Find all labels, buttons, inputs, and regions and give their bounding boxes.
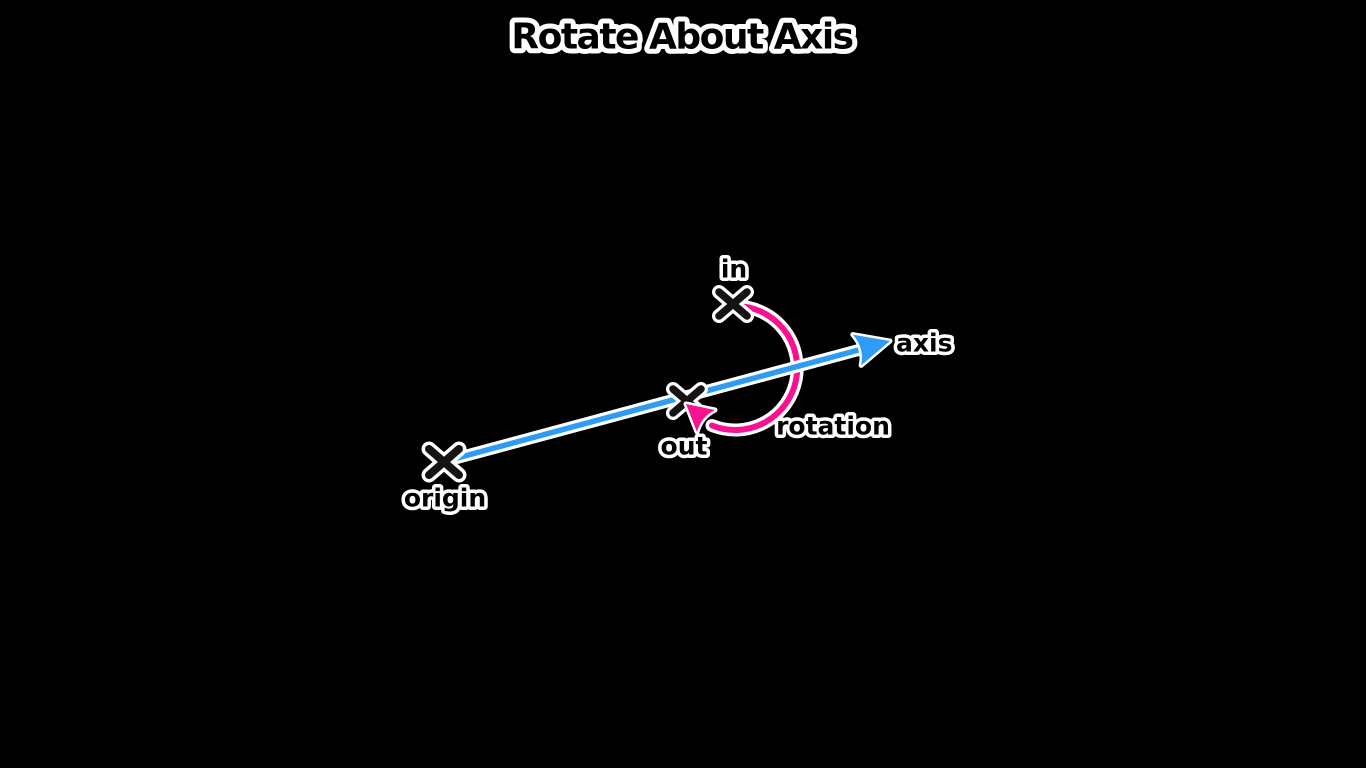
- in-marker: [712, 285, 754, 323]
- origin-marker-cross-icon: [425, 445, 463, 479]
- rotation-label: rotation: [776, 412, 890, 441]
- page-title: Rotate About Axis: [511, 17, 852, 58]
- rotation-arc-stroke: [709, 302, 801, 433]
- out-label: out: [661, 432, 708, 461]
- rotation-arrowhead-icon: [683, 401, 718, 435]
- origin-label: origin: [404, 484, 486, 513]
- axis-arrowhead-icon: [850, 332, 893, 368]
- origin-marker: [421, 441, 467, 483]
- in-label: in: [721, 255, 747, 284]
- axis-line-stroke: [443, 345, 869, 464]
- rotation-arc: [705, 299, 804, 437]
- in-marker-cross-icon: [715, 288, 751, 320]
- axis-arrow: [440, 332, 893, 467]
- axis-label: axis: [896, 329, 952, 358]
